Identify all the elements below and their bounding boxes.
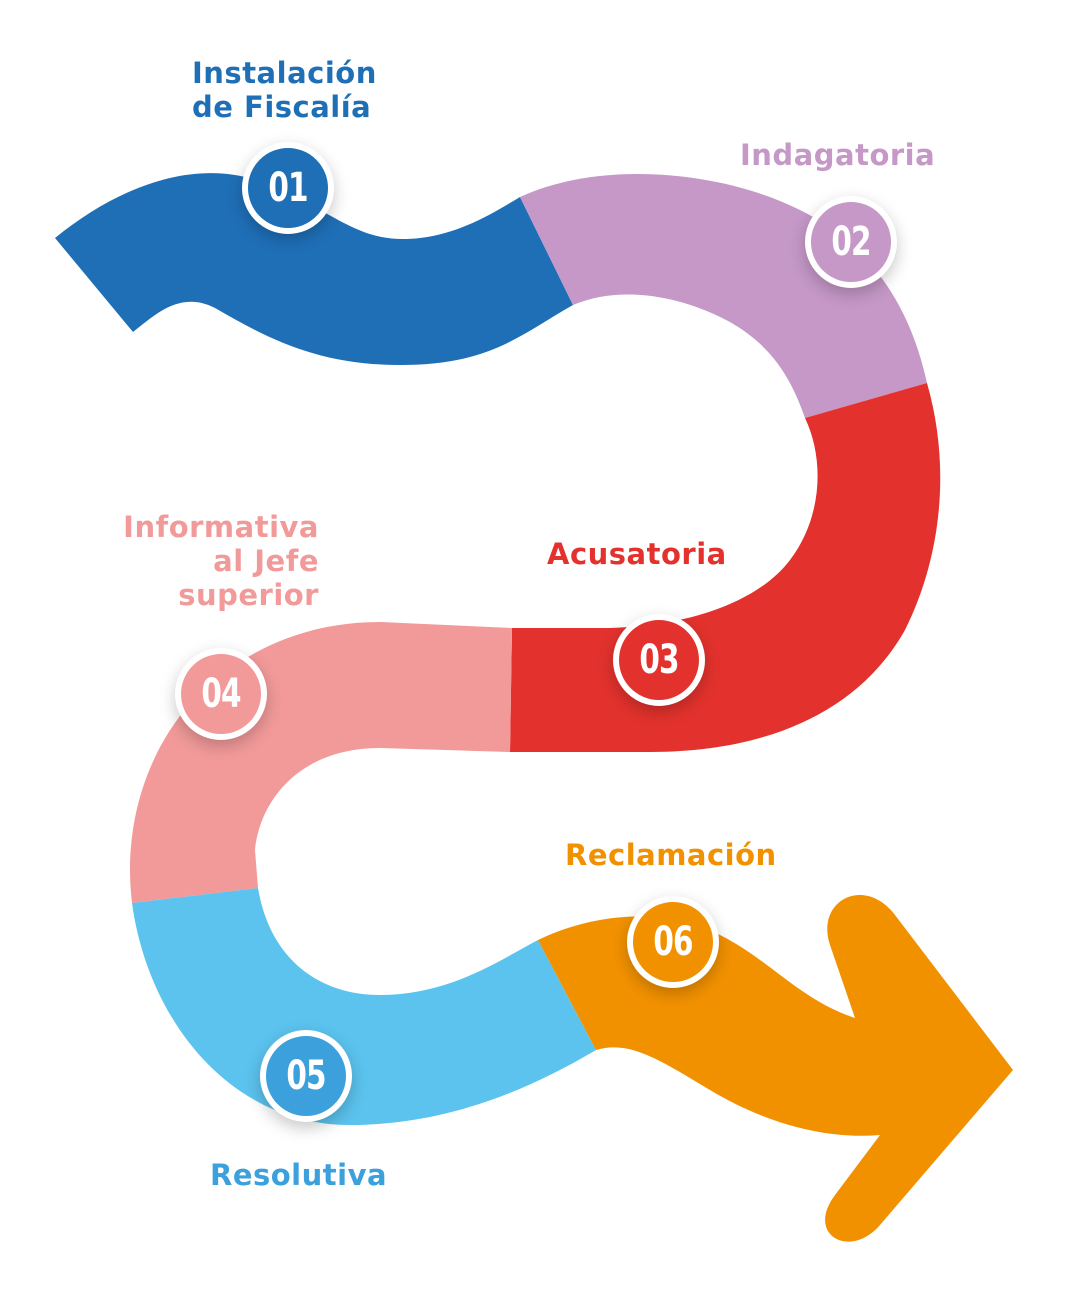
step-6-badge: 06 xyxy=(627,896,719,988)
step-1-badge: 01 xyxy=(242,142,334,234)
step-2-number: 02 xyxy=(831,219,871,265)
step-2-label: Indagatoria xyxy=(740,138,936,172)
step-1-number: 01 xyxy=(268,165,308,211)
step-5-badge: 05 xyxy=(260,1030,352,1122)
step-1-label: Instalación de Fiscalía xyxy=(192,56,377,124)
step-6-number: 06 xyxy=(653,919,693,965)
step-3-number: 03 xyxy=(639,637,679,683)
step-5-number: 05 xyxy=(286,1053,326,1099)
step-3-label: Acusatoria xyxy=(547,537,727,571)
road-segment-1 xyxy=(55,173,573,365)
road-segment-6 xyxy=(538,894,1013,1242)
step-6-label: Reclamación xyxy=(565,838,777,872)
road-segment-5 xyxy=(132,888,596,1125)
step-2-badge: 02 xyxy=(805,196,897,288)
step-4-badge: 04 xyxy=(175,648,267,740)
step-3-badge: 03 xyxy=(613,614,705,706)
step-4-number: 04 xyxy=(201,671,241,717)
step-4-label: Informativa al Jefe superior xyxy=(123,510,319,612)
step-5-label: Resolutiva xyxy=(210,1158,388,1192)
